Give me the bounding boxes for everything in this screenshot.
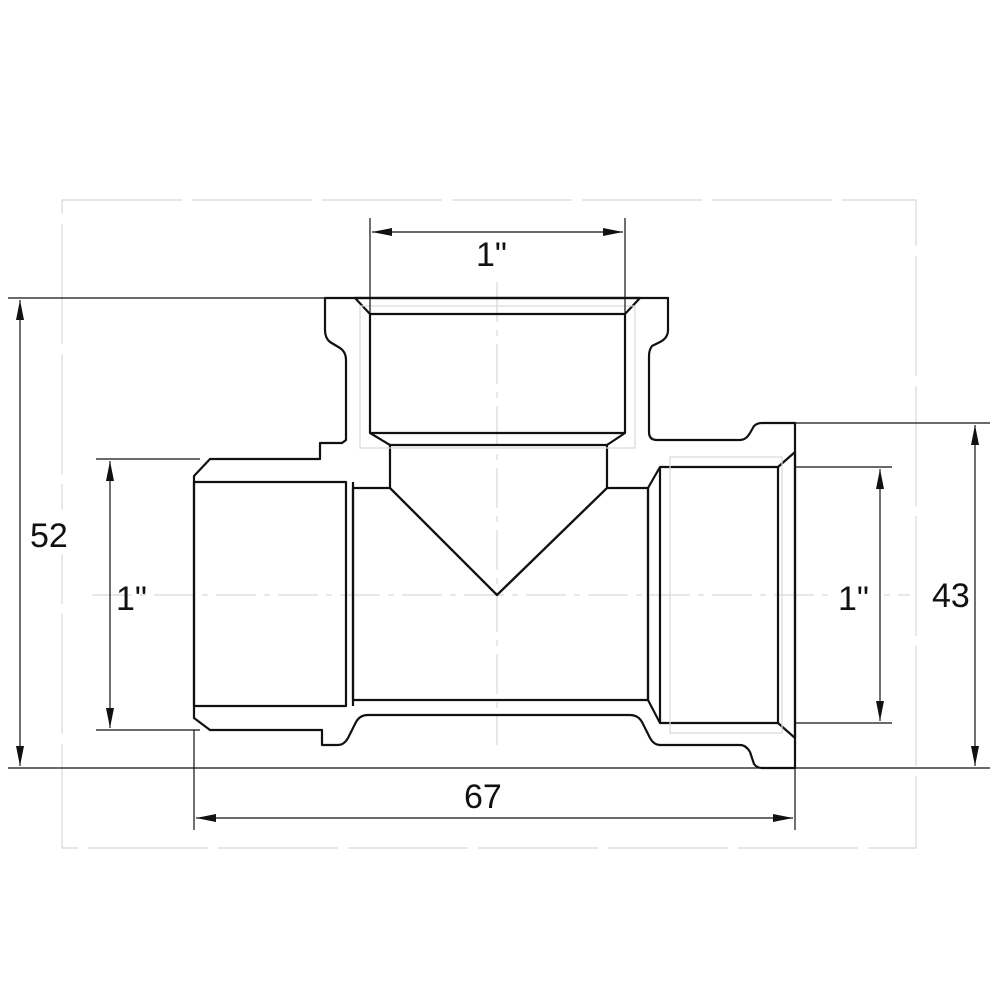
dim-43-label: 43: [932, 577, 970, 615]
dim-left-thread-label: 1": [116, 580, 147, 618]
dim-right-thread-label: 1": [838, 580, 869, 618]
tee-body-outline: [192, 296, 797, 770]
left-bore: [192, 480, 348, 708]
dim-52-label: 52: [30, 517, 68, 555]
right-thread-root: [669, 456, 783, 734]
right-bore: [646, 450, 797, 740]
extension-lines: [8, 218, 990, 830]
top-thread-root: [359, 305, 636, 449]
dim-top-thread-label: 1": [476, 236, 507, 274]
dim-67-label: 67: [464, 778, 502, 816]
middle-bore: [351, 486, 650, 702]
